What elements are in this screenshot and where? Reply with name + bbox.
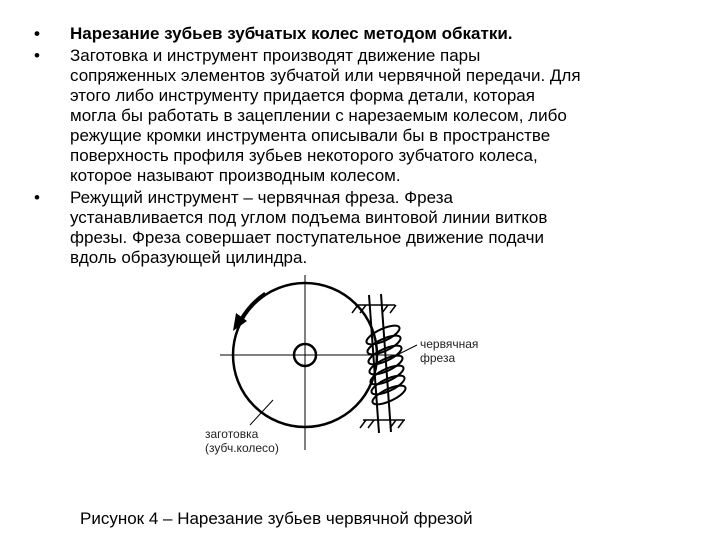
label-cutter-line: червячная: [420, 337, 479, 351]
text-line: Режущий инструмент – червячная фреза. Фр…: [70, 188, 453, 207]
label-cutter: червячная фреза: [420, 337, 478, 365]
text-line: сопряженных элементов зубчатой или червя…: [70, 66, 581, 85]
figure-caption: Рисунок 4 – Нарезание зубьев червячной ф…: [80, 509, 473, 528]
text-line: Заготовка и инструмент производят движен…: [70, 46, 481, 65]
leader-line-cutter: [396, 344, 418, 356]
rotation-arrowhead: [233, 313, 247, 331]
text-line: могла бы работать в зацеплении с нарезае…: [70, 106, 567, 125]
support-top: [351, 304, 397, 314]
label-blank: заготовка (зубч.колесо): [205, 427, 279, 455]
text-line: поверхность профиля зубьев некоторого зу…: [70, 146, 538, 165]
text-line: фрезы. Фреза совершает поступательное дв…: [70, 228, 544, 247]
bullet-item-2: Заготовка и инструмент производят движен…: [30, 46, 695, 186]
hob-threads: [365, 324, 407, 406]
label-blank-line: (зубч.колесо): [205, 441, 279, 455]
label-cutter-line: фреза: [420, 351, 456, 365]
diagram-drawing: [220, 275, 418, 450]
bullet-item-3: Режущий инструмент – червячная фреза. Фр…: [30, 188, 695, 268]
text-line: Нарезание зубьев зубчатых колес методом …: [70, 24, 513, 43]
leader-line-blank: [249, 399, 274, 426]
text-line: которое называют производным колесом.: [70, 166, 401, 185]
hob-shaft-right: [380, 293, 392, 433]
label-blank-line: заготовка: [205, 427, 259, 441]
bullet-item-1: Нарезание зубьев зубчатых колес методом …: [30, 24, 695, 44]
text-line: устанавливается под углом подъема винтов…: [70, 208, 548, 227]
text-line: этого либо инструменту придается форма д…: [70, 86, 535, 105]
text-line: режущие кромки инструмента описывали бы …: [70, 126, 551, 145]
support-bottom: [359, 419, 405, 429]
text-line: вдоль образующей цилиндра.: [70, 248, 308, 267]
bullet-list: Нарезание зубьев зубчатых колес методом …: [30, 24, 695, 270]
hobbing-diagram: червячная фреза заготовка (зубч.колесо): [195, 275, 505, 475]
